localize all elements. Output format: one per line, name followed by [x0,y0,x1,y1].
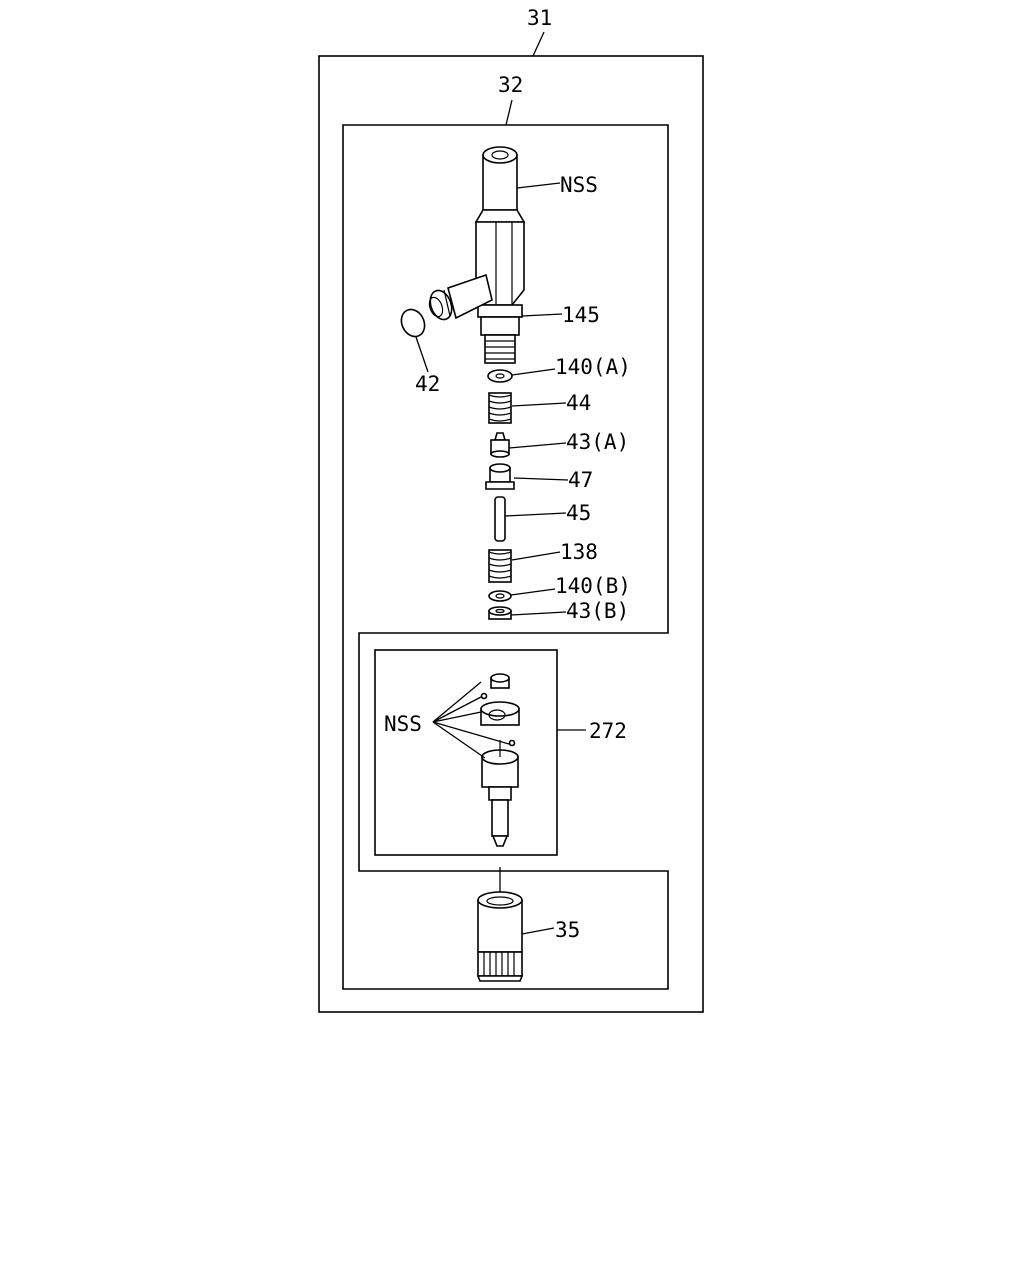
spacer-47 [485,463,515,490]
o-ring-42 [400,308,426,338]
injector-body [428,146,526,364]
leader-43a [508,442,567,449]
label-47: 47 [568,468,593,492]
push-rod-45 [494,496,506,542]
pin-43a [490,432,510,458]
leader-42 [415,336,429,373]
nss-nozzle-leaders [432,681,510,759]
leader-43b [510,611,567,616]
leader-138 [511,551,561,561]
nozzle-frame [374,649,558,856]
label-35: 35 [555,918,580,942]
washer-140b [488,590,512,602]
label-145: 145 [562,303,600,327]
label-42: 42 [415,372,440,396]
leader-35 [521,927,555,935]
leader-140b [510,588,556,596]
leader-45 [504,512,567,517]
leader-140a [511,368,556,376]
label-140a: 140(A) [555,355,631,379]
label-44: 44 [566,391,591,415]
nozzle-assembly [480,673,520,847]
spring-44 [488,392,512,424]
leader-145 [521,313,563,317]
retaining-nut-35 [476,891,524,982]
spring-138 [488,549,512,583]
label-43b: 43(B) [566,599,629,623]
holder-frame [342,124,669,990]
label-43a: 43(A) [566,430,629,454]
label-nss-nozzle: NSS [384,712,422,736]
shim-43b [488,606,512,620]
holder-leader [505,99,513,126]
label-138: 138 [560,540,598,564]
label-32: 32 [498,73,523,97]
label-45: 45 [566,501,591,525]
assembly-leader [532,31,545,57]
label-272: 272 [589,719,627,743]
leader-47 [513,477,569,481]
label-31: 31 [527,6,552,30]
label-nss-top: NSS [560,173,598,197]
leader-44 [511,402,567,407]
nss-top-leader [516,182,561,189]
assembly-frame [318,55,704,1013]
washer-140a [487,369,513,383]
label-140b: 140(B) [555,574,631,598]
